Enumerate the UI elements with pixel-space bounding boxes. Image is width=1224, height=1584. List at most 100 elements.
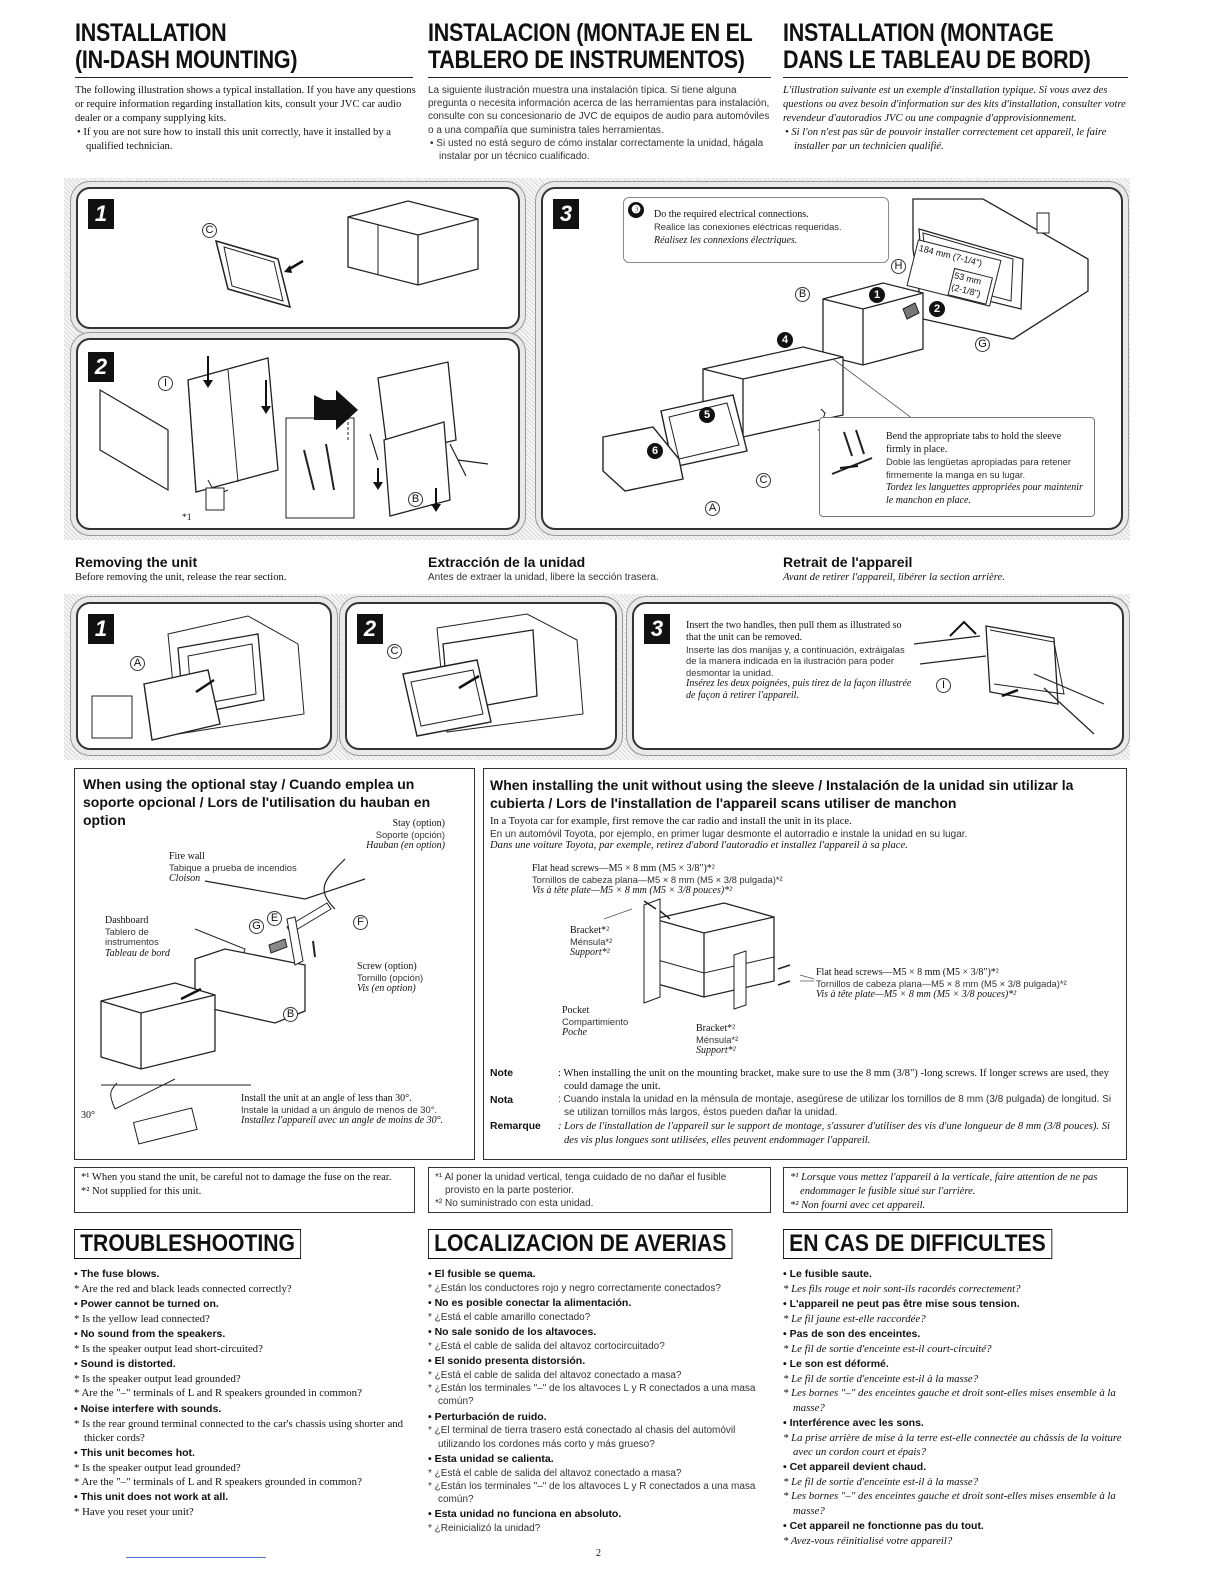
symptom: • Perturbación de ruido. — [428, 1410, 547, 1423]
intro-es: La siguiente ilustración muestra una ins… — [428, 85, 770, 162]
symptom: • The fuse blows. — [74, 1268, 160, 1280]
symptom: • Sound is distorted. — [74, 1358, 176, 1371]
step-marker: 6 — [647, 443, 663, 459]
heading-en: INSTALLATION(IN-DASH MOUNTING) — [75, 19, 298, 74]
footnotes-fr: *¹ Lorsque vous mettez l'appareil à la v… — [783, 1167, 1128, 1213]
callout-e: E — [267, 911, 282, 926]
install-step-2-panel: 2 I B *1 — [76, 338, 520, 530]
symptom: • Le son est déformé. — [783, 1358, 889, 1371]
remedy: * Are the "–" terminals of L and R speak… — [74, 1387, 362, 1400]
firewall-label: Fire wall Tabique a prueba de incendios … — [169, 851, 297, 885]
tab-bend-detail-icon — [831, 429, 873, 475]
electrical-connections-callout: ❸ Do the required electrical connections… — [623, 197, 889, 263]
remedy: * Is the speaker output lead grounded? — [74, 1461, 241, 1474]
fuse-footnote-marker: *1 — [182, 512, 192, 523]
remedy: * Les fils rouge et noir sont-ils racord… — [783, 1282, 1021, 1295]
pocket-label: Pocket Compartimiento Poche — [562, 1005, 629, 1039]
remedy: * Is the yellow lead connected? — [74, 1312, 210, 1325]
removing-step-1-panel: 1 A — [76, 602, 332, 750]
callout-c: C — [756, 473, 771, 488]
symptom: • El fusible se quema. — [428, 1268, 536, 1280]
remedy: * Is the speaker output lead short-circu… — [74, 1343, 263, 1356]
remedy: * Le fil de sortie d'enceinte est-il à l… — [783, 1476, 979, 1489]
symptom: • Noise interfere with sounds. — [74, 1402, 222, 1415]
remedy: * Is the speaker output lead grounded? — [74, 1373, 241, 1386]
bend-tabs-callout: Bend the appropriate tabs to hold the sl… — [819, 417, 1095, 517]
remedy: * ¿Está el cable amarillo conectado? — [428, 1311, 591, 1323]
right-arrow-icon — [314, 390, 358, 430]
step-number: 2 — [357, 614, 383, 644]
symptom: • Esta unidad se calienta. — [428, 1452, 554, 1465]
nosleeve-section: When installing the unit without using t… — [483, 768, 1127, 1160]
symptom: • No es posible conectar la alimentación… — [428, 1297, 632, 1310]
symptom: • No sound from the speakers. — [74, 1328, 226, 1341]
stay-label: Stay (option) Soporte (opción) Hauban (e… — [366, 818, 445, 852]
symptom: • Cet appareil devient chaud. — [783, 1461, 927, 1474]
troubleshooting-list-en: • • The fuse blows.* Are the red and bla… — [74, 1266, 419, 1520]
callout-b: B — [283, 1007, 298, 1022]
troubleshooting-list-fr: • • Le fusible saute.* Les fils rouge et… — [783, 1266, 1128, 1548]
handles-instructions: Insert the two handles, then pull them a… — [686, 620, 912, 701]
step-marker: 1 — [869, 287, 885, 303]
removing-faceplate-illustration — [402, 613, 584, 737]
remedy: * ¿Está el cable de salida del altavoz c… — [428, 1467, 682, 1479]
heading-rule — [428, 77, 771, 78]
footnotes-en: *¹ When you stand the unit, be careful n… — [74, 1167, 415, 1213]
remedy: * ¿Están los terminales "–" de los altav… — [428, 1480, 756, 1506]
callout-f: F — [353, 915, 368, 930]
remedy: * ¿Están los conductores rojo y negro co… — [428, 1282, 721, 1294]
removing-step-3-panel: 3 Insert the two handles, then pull them… — [632, 602, 1124, 750]
troubleshooting-title-en: TROUBLESHOOTING — [74, 1229, 302, 1259]
page-number: 2 — [596, 1548, 601, 1559]
symptom: • This unit becomes hot. — [74, 1447, 195, 1460]
nosleeve-intro: In a Toyota car for example, first remov… — [490, 816, 968, 852]
heading-rule — [75, 77, 413, 78]
troubleshooting-list-es: • • El fusible se quema.* ¿Están los con… — [428, 1266, 773, 1535]
removing-step-2-panel: 2 C — [345, 602, 617, 750]
footer-link-rule — [126, 1557, 266, 1558]
step-number: 3 — [644, 614, 670, 644]
step-number: 1 — [88, 614, 114, 644]
removing-illustration — [91, 615, 305, 741]
remedy: * Les bornes "–" des enceintes gauche et… — [783, 1490, 1116, 1517]
notes-list: Note : When installing the unit on the m… — [490, 1067, 1120, 1147]
remedy: * Are the "–" terminals of L and R speak… — [74, 1476, 362, 1489]
callout-b: B — [408, 492, 423, 507]
remedy: * ¿Está el cable de salida del altavoz c… — [428, 1370, 682, 1381]
screws-label-top: Flat head screws—M5 × 8 mm (M5 × 3/8")*²… — [532, 863, 783, 897]
symptom: • No sale sonido de los altavoces. — [428, 1326, 597, 1339]
dashboard-label: Dashboard Tablero de instrumentos Tablea… — [105, 915, 170, 960]
handle-removal-illustration — [913, 620, 1105, 735]
remedy: * Have you reset your unit? — [74, 1506, 194, 1519]
bracket-illustration — [603, 898, 815, 1010]
stay-section: When using the optional stay / Cuando em… — [74, 768, 475, 1160]
install-step-1-panel: 1 C — [76, 187, 520, 329]
stay-illustration — [100, 858, 366, 1145]
step-number: 1 — [88, 199, 114, 229]
sleeve-illustration — [214, 200, 479, 309]
nosleeve-title: When installing the unit without using t… — [490, 777, 1074, 811]
remedy: * La prise arrière de mise à la terre es… — [783, 1431, 1122, 1459]
note-es: Nota : Cuando instala la unidad en la mé… — [490, 1094, 1112, 1118]
angle-label: 30° — [81, 1110, 95, 1121]
remedy: * ¿El terminal de tierra trasero está co… — [428, 1425, 736, 1450]
remedy: * Le fil de sortie d'enceinte est-il à l… — [783, 1373, 979, 1386]
remedy: * Le fil de sortie d'enceinte est-il cou… — [783, 1343, 992, 1356]
remedy: * ¿Están los terminales "–" de los altav… — [428, 1383, 756, 1408]
symptom: • Le fusible saute. — [783, 1268, 872, 1280]
footnotes-es: *¹ Al poner la unidad vertical, tenga cu… — [428, 1167, 771, 1213]
callout-g: G — [975, 337, 990, 352]
callout-a: A — [705, 501, 720, 516]
angle-instruction: Install the unit at an angle of less tha… — [241, 1093, 444, 1127]
bracket-label-left: Bracket*² Ménsula*² Support*² — [570, 925, 613, 959]
bracket-label-bottom: Bracket*² Ménsula*² Support*² — [696, 1023, 739, 1057]
step-marker: 4 — [777, 332, 793, 348]
remedy: * Avez-vous réinitialisé votre appareil? — [783, 1534, 953, 1547]
callout-c: C — [202, 223, 217, 238]
troubleshooting-title-es: LOCALIZACION DE AVERIAS — [428, 1229, 733, 1259]
symptom: • L'appareil ne peut pas être mise sous … — [783, 1298, 1020, 1311]
intro-en: The following illustration shows a typic… — [75, 85, 416, 152]
symptom: • Pas de son des enceintes. — [783, 1328, 921, 1341]
